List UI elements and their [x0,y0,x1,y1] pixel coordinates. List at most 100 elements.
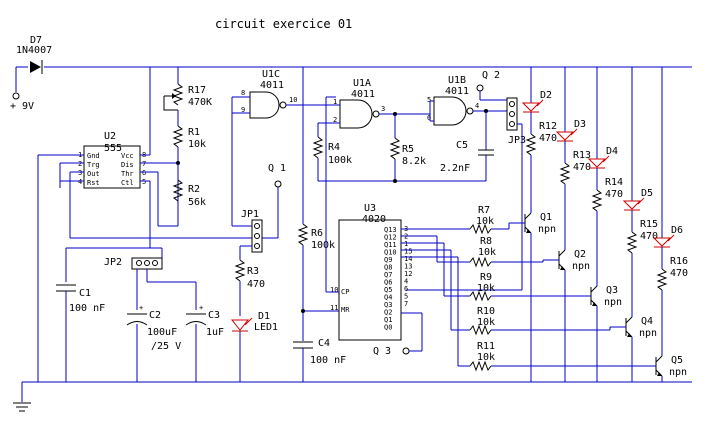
resistor-r3: R3 470 [234,259,265,316]
u2-pin-gnd: Gnd [87,152,100,160]
led-d4-ray [602,155,610,163]
u1a-pin-1: 1 [333,98,337,106]
u3-pin-q12: Q12 [384,234,397,242]
r16-value: 470 [670,268,688,279]
c2-value: 100uF [147,327,177,338]
resistor-r4: R4 100k [312,123,486,182]
q1top-label: Q 1 [268,163,286,174]
c4-ref: C4 [318,338,330,349]
u1c-pin-9: 9 [241,106,245,114]
u1b-pin-6: 6 [427,114,431,122]
led-d4-body [587,158,607,168]
r10-value: 10k [477,317,495,328]
u1c-part: 4011 [260,80,284,91]
resistor-r7: R7 10k [476,205,494,227]
u2-wiring [37,67,252,382]
r10-ref: R10 [477,306,495,317]
transistor-q2-collector [558,249,566,257]
r9-ref: R9 [480,272,492,283]
led-d5-ray [637,197,645,205]
u1c-ref: U1C [262,69,280,80]
u2-pin-ctl: Ctl [121,179,134,187]
base-resistor-5 [469,360,492,372]
u2-part: 555 [104,143,122,154]
transistor-q4-ref: Q4 [641,316,653,327]
u2-pin-num-6: 6 [142,169,146,177]
u3-pin-num-11: 11 [330,304,338,312]
u2-pin-num-7: 7 [142,160,146,168]
capacitor-c3: + C3 1uF [185,304,224,382]
r17-value: 470K [188,97,212,108]
u3-pin-q2: Q2 [384,309,392,317]
led-d2-body [521,102,541,112]
u3-ref: U3 [364,203,376,214]
r2-value: 56k [188,197,206,208]
u1a-pin-3: 3 [381,105,385,113]
c2-rating: /25 V [151,341,181,352]
jp3-ref: JP3 [508,135,526,146]
u3-pin-q0: Q0 [384,324,392,332]
u2-pin-num-4: 4 [78,178,82,186]
led-d6-ref: D6 [671,225,683,236]
u3-pin-num-5: 5 [404,293,408,301]
c5-ref: C5 [456,140,468,151]
jumper-jp2: JP2 [104,247,197,310]
r15-value: 470 [640,231,658,242]
r5-ref: R5 [402,144,414,155]
transistor-q1-ref: Q1 [540,212,552,223]
r13-value: 470 [573,162,591,173]
r14-value: 470 [605,189,623,200]
base-resistor-4 [469,324,492,336]
jp1-ref: JP1 [241,209,259,220]
capacitor-c1: C1 100 nF [56,284,105,382]
r13-ref: R13 [573,150,591,161]
led-d6-body [652,237,672,247]
u3-pin-q5: Q5 [384,286,392,294]
base-resistor-1 [469,223,492,235]
resistor-r2: R2 56k [172,163,206,226]
resistor-r6: R6 100k [297,67,339,341]
resistor-r8: R8 10k [478,236,496,258]
c5-value: 2.2nF [440,163,470,174]
transistor-q4-collector [625,316,633,324]
led-d5-ref: D5 [641,188,653,199]
d1-part: LED1 [254,322,278,333]
u1b-part: 4011 [445,86,469,97]
transistor-q5-collector [655,355,663,363]
r6-ref: R6 [311,228,323,239]
gate-u1a: U1A 4011 1 2 3 [318,78,430,129]
u3-pin-q8: Q8 [384,264,392,272]
transistor-q3-arrow [592,302,597,306]
collector-resistor-r15 [626,231,638,254]
u2-ref: U2 [104,131,116,142]
u1c-pin-10: 10 [289,96,297,104]
d7-part: 1N4007 [16,45,52,56]
r4-value: 100k [328,155,352,166]
jumper-jp1: JP1 [239,209,263,260]
capacitor-c4: C4 100 nF [293,338,346,382]
r5-value: 8.2k [402,156,426,167]
testpoint-q2-top: Q 2 [476,70,507,101]
u2-pin-dis: Dis [121,161,134,169]
ground-symbol [13,402,31,412]
d7-ref: D7 [30,35,42,46]
r4-ref: R4 [328,142,340,153]
u3-pin-num-6: 6 [404,285,408,293]
led-d5-body [622,200,642,210]
u3-pin-q4: Q4 [384,294,392,302]
transistor-q1-type: npn [538,224,556,235]
u3-pin-q10: Q10 [384,249,397,257]
u2-pin-num-2: 2 [78,160,82,168]
supply-label: + 9V [10,101,34,112]
led-d3-ref: D3 [574,119,586,130]
u3-pin-num-4: 4 [404,278,408,286]
r7-ref: R7 [478,205,490,216]
r7-value: 10k [476,216,494,227]
resistor-r1: R1 10k [172,110,206,165]
collector-resistor-r12 [525,133,537,156]
resistor-r10: R10 10k [477,306,495,328]
